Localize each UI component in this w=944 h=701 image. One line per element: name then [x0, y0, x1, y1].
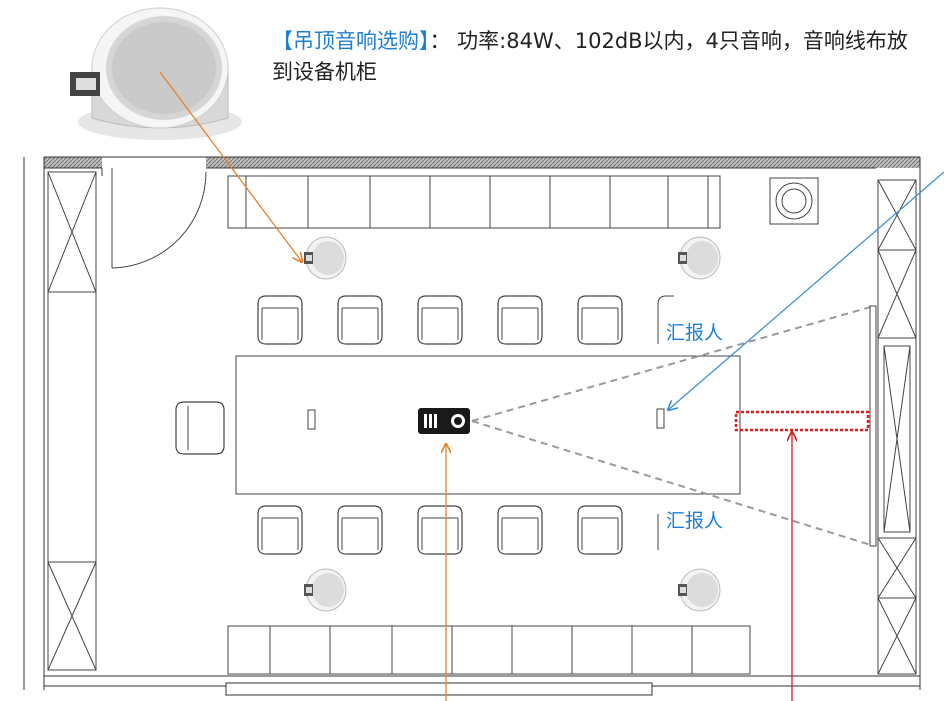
- speaker-selection-note: 【吊顶音响选购】： 功率:84W、102dB以内，4只音响，音响线布放到设备机柜: [272, 26, 912, 88]
- presenter-label-bottom: 汇报人: [666, 510, 724, 532]
- table-microphone-left: [307, 409, 316, 430]
- presenter-label-top: 汇报人: [666, 322, 724, 344]
- ceiling-speaker-icon-4: [677, 568, 721, 612]
- cabinets-bottom: [227, 625, 751, 675]
- projection-screen: [869, 305, 877, 547]
- door: [101, 168, 207, 269]
- projection-cone: [471, 305, 875, 547]
- microphone-pointer-arrow: [668, 171, 944, 410]
- window-panels: [47, 171, 917, 675]
- chairs-bottom-row: [257, 505, 659, 555]
- ceiling-speaker-icon-2: [677, 236, 721, 280]
- ceiling-speaker-icon-1: [303, 236, 347, 280]
- cabinets-top: [227, 175, 721, 229]
- ceiling-speaker-photo: [70, 7, 242, 140]
- screen-location-box: [734, 410, 870, 432]
- equipment-cabinet: [769, 177, 819, 225]
- speaker-selection-text: ： 功率:84W、102dB以内，4只音响，音响线布放到设备机柜: [272, 29, 908, 84]
- speaker-selection-title: 【吊顶音响选购】: [272, 29, 430, 53]
- ceiling-speaker-icon-3: [303, 568, 347, 612]
- projector-icon: [418, 408, 470, 434]
- table-microphone-right: [656, 408, 665, 429]
- chairs-top-row: [257, 295, 674, 345]
- chair-head: [175, 401, 225, 455]
- room-walls: [23, 156, 921, 696]
- speaker-pointer-arrow: [159, 71, 302, 262]
